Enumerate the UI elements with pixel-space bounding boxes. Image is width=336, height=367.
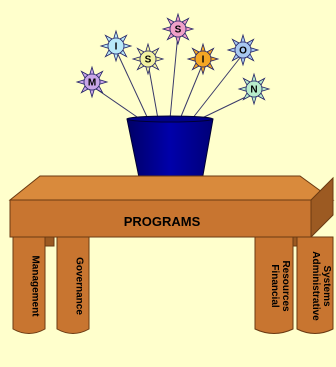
table-leg-body — [56, 236, 90, 334]
flower-petal — [155, 56, 165, 62]
flower-letter: I — [115, 42, 118, 53]
flower-petal — [99, 79, 109, 85]
flower-petal — [175, 36, 181, 46]
flower-petal — [113, 29, 119, 39]
flower-center — [245, 80, 263, 98]
table-leg-label: Financial — [269, 264, 280, 308]
flower-i: I — [99, 29, 133, 63]
flower-petal — [89, 65, 95, 75]
flower-petal — [210, 56, 220, 62]
flower-m: M — [75, 65, 109, 99]
flower-s: S — [131, 42, 165, 76]
flower-petal — [226, 47, 236, 53]
table-leg-label: Management — [30, 255, 41, 317]
flower-center — [169, 20, 187, 38]
flower-petal — [145, 42, 151, 52]
flower-petal — [200, 42, 206, 52]
flower-petal — [240, 57, 246, 67]
flower-i: I — [186, 42, 220, 76]
flower-stem — [191, 53, 244, 120]
table-leg: Governance — [56, 236, 90, 334]
table-leg-body — [12, 236, 46, 334]
flower-petal — [131, 56, 141, 62]
flower-stem — [169, 32, 179, 120]
flower-center — [107, 37, 125, 55]
flower-s: S — [161, 12, 195, 46]
flower-petal — [89, 89, 95, 99]
flower-petal — [250, 47, 260, 53]
flower-letter: S — [175, 25, 182, 36]
table-leg-body — [254, 236, 294, 334]
flower-letter: O — [239, 46, 247, 57]
flower-petal — [237, 86, 247, 92]
table-leg-label: Systems — [321, 265, 332, 307]
flower-petal — [185, 26, 195, 32]
flower-o: O — [226, 33, 260, 67]
flower-letter: I — [202, 55, 205, 66]
flower-petal — [251, 72, 257, 82]
flower-center — [83, 73, 101, 91]
flower-stem — [115, 49, 149, 120]
flower-petal — [75, 79, 85, 85]
flower-petal — [175, 12, 181, 22]
flower-petal — [99, 43, 109, 49]
flower-center — [194, 50, 212, 68]
table-leg-label: Administrative — [310, 251, 321, 321]
tabletop-label: PROGRAMS — [124, 214, 201, 229]
table-leg-body — [296, 236, 334, 334]
flower-letter: S — [145, 55, 152, 66]
flower-petal — [123, 43, 133, 49]
table-leg: Management — [12, 236, 46, 334]
flower-n: N — [237, 72, 271, 106]
flower-center — [234, 41, 252, 59]
table-top — [8, 175, 335, 239]
flower-petal — [113, 53, 119, 63]
flower-petal — [261, 86, 271, 92]
flower-stem — [179, 62, 204, 120]
flower-petal — [200, 66, 206, 76]
table-leg-label: Resources — [280, 260, 291, 312]
flower-petal — [186, 56, 196, 62]
flower-petal — [161, 26, 171, 32]
flower-letter: M — [88, 78, 96, 89]
flowers: M I S S I O N — [75, 12, 271, 106]
vase — [126, 115, 214, 193]
table-leg-label: Governance — [74, 257, 85, 315]
flower-stem — [147, 62, 159, 120]
flower-letter: N — [250, 85, 257, 96]
flower-center — [139, 50, 157, 68]
flower-petal — [251, 96, 257, 106]
flower-petal — [240, 33, 246, 43]
